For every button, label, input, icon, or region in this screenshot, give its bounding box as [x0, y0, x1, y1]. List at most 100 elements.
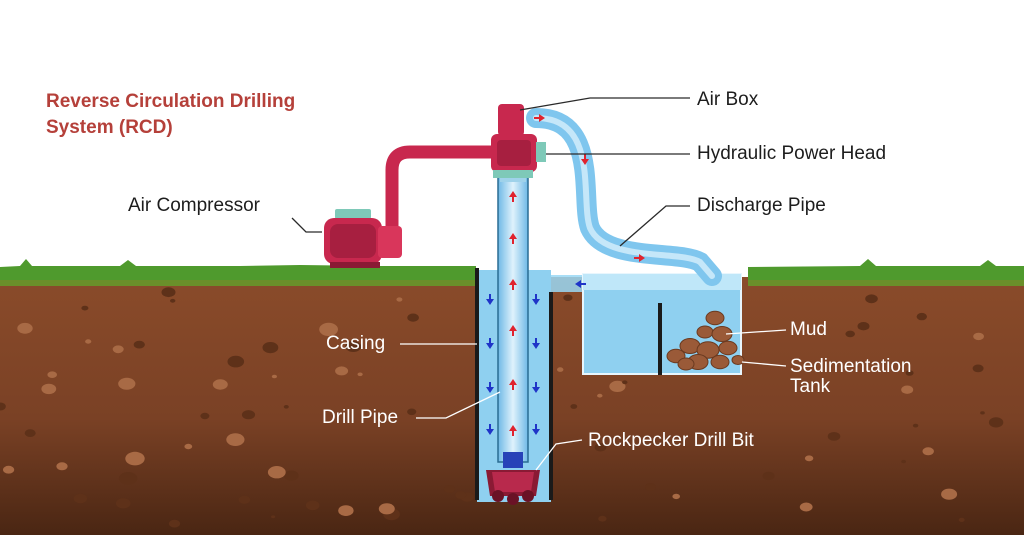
soil-rock — [267, 466, 286, 479]
mud-rock — [696, 325, 714, 339]
diagram-title-line2: System (RCD) — [46, 117, 173, 138]
soil-rock — [24, 429, 36, 437]
soil-rock — [905, 370, 914, 376]
soil-rock — [557, 367, 564, 372]
soil-rock — [284, 470, 299, 481]
leader-sedimentation-tank — [741, 361, 787, 367]
soil-rock — [133, 340, 145, 349]
soil-rock — [338, 505, 354, 516]
soil-rock — [827, 432, 841, 441]
mud-rock — [705, 310, 725, 326]
soil-rock — [980, 411, 985, 415]
soil-rocks — [0, 287, 1004, 528]
soil-rock — [443, 485, 455, 493]
flow-arrow-down — [581, 154, 589, 165]
tank-baffle — [658, 303, 662, 375]
soil-rock — [0, 402, 6, 411]
rockpecker-drill-bit — [486, 452, 540, 505]
soil-rock — [305, 500, 320, 511]
flow-arrow-up — [509, 325, 517, 336]
soil-rock — [672, 493, 680, 500]
soil-rock — [212, 379, 228, 390]
diagram-title-line1: Reverse Circulation Drilling — [46, 91, 296, 112]
flow-arrow-up — [534, 114, 545, 122]
soil-rock — [570, 404, 578, 409]
air-compressor — [324, 209, 402, 268]
soil-rock — [262, 342, 279, 354]
soil-rock — [118, 377, 136, 390]
soil-rock — [988, 417, 1004, 428]
soil-rock — [901, 385, 914, 394]
grass-edge-right — [748, 280, 1024, 286]
soil-rock — [200, 412, 210, 420]
soil-rock — [378, 503, 395, 515]
mud-rock — [710, 354, 730, 370]
flow-arrow-up — [509, 279, 517, 290]
grass-strip — [0, 259, 476, 282]
soil-rock — [81, 305, 89, 311]
soil-rock — [73, 493, 88, 504]
leader-air-box — [519, 97, 690, 111]
label-air-box: Air Box — [697, 89, 759, 110]
flow-arrow-down — [532, 294, 540, 305]
soil-rock — [941, 488, 958, 500]
leader-air-compressor — [291, 217, 322, 233]
soil-rock — [226, 433, 245, 446]
soil-rock — [17, 322, 33, 334]
soil-rock — [597, 393, 603, 398]
flow-arrow-down — [532, 382, 540, 393]
label-sedimentation-tank-line1: Sedimentation — [790, 356, 912, 377]
soil-rock — [170, 298, 176, 303]
soil-rock — [115, 498, 131, 509]
soil-rock — [227, 355, 245, 368]
soil-rock — [56, 462, 68, 471]
flow-arrow-down — [486, 382, 494, 393]
soil-rock — [912, 423, 919, 428]
drill-pipe — [497, 169, 529, 463]
soil-rock — [47, 371, 57, 379]
soil-rock — [357, 372, 363, 377]
label-hydraulic-power-head: Hydraulic Power Head — [697, 143, 887, 164]
flow-arrow-up — [509, 191, 517, 202]
soil-rock — [335, 366, 349, 376]
label-drill-pipe: Drill Pipe — [322, 407, 399, 428]
leader-drill-bit — [535, 439, 583, 471]
flow-arrow-up — [509, 379, 517, 390]
flow-arrow-down — [486, 294, 494, 305]
soil-rock — [762, 471, 775, 481]
soil-rock — [845, 330, 855, 338]
grass-strip-right — [748, 259, 1024, 282]
soil-rock — [396, 297, 403, 302]
soil-rock — [161, 287, 176, 298]
leader-drill-pipe — [416, 391, 501, 419]
soil-rock — [922, 447, 934, 456]
label-air-compressor: Air Compressor — [128, 195, 260, 216]
flow-arrow-up — [509, 233, 517, 244]
mud-rock — [677, 357, 695, 371]
soil-rock — [3, 465, 15, 474]
soil-rock — [168, 519, 181, 528]
flow-arrows — [486, 114, 645, 436]
flow-arrow-down — [532, 424, 540, 435]
soil-rock — [455, 491, 467, 499]
soil-rock — [644, 483, 656, 491]
flow-arrow-down — [575, 280, 586, 288]
soil-rock — [609, 380, 626, 392]
mud-rock — [731, 355, 745, 365]
soil-rock — [118, 472, 138, 485]
label-rockpecker-drill-bit: Rockpecker Drill Bit — [588, 430, 754, 451]
soil-rock — [857, 322, 870, 331]
soil-rock — [958, 517, 965, 523]
soil-rock — [283, 405, 289, 409]
soil-rock — [563, 294, 573, 301]
grass-edge — [0, 280, 476, 286]
soil-rock — [241, 410, 256, 420]
flow-arrow-down — [486, 424, 494, 435]
soil-rock — [594, 443, 607, 452]
soil-rock — [271, 374, 277, 379]
soil-rock — [799, 502, 813, 512]
soil-rock — [973, 332, 984, 341]
soil-rock — [916, 312, 927, 321]
